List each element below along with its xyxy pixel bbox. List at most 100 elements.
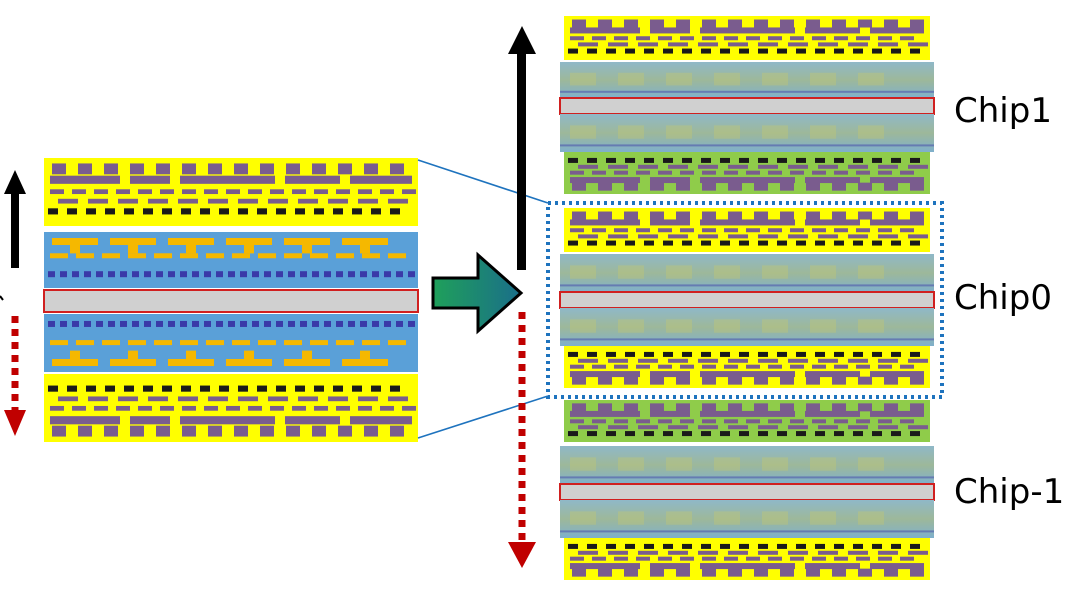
metal-wire bbox=[746, 419, 760, 424]
metal-wire bbox=[362, 253, 380, 259]
lower-silicon-layer bbox=[44, 314, 418, 372]
metal-wire bbox=[702, 364, 716, 369]
via-block bbox=[132, 320, 139, 327]
metal-wire bbox=[592, 364, 606, 369]
via-block bbox=[156, 320, 163, 327]
metal-wire bbox=[788, 164, 808, 169]
metal-wire bbox=[360, 238, 370, 254]
via-block bbox=[834, 240, 844, 246]
via-block bbox=[796, 351, 806, 357]
metal-wire bbox=[314, 405, 328, 411]
metal-wire bbox=[592, 419, 606, 424]
via-block bbox=[872, 351, 882, 357]
metal-wire bbox=[698, 358, 718, 363]
metal-wire bbox=[650, 27, 690, 34]
via-block bbox=[276, 271, 283, 278]
via-block bbox=[606, 351, 616, 357]
via-block bbox=[858, 376, 872, 385]
via-block bbox=[701, 351, 711, 357]
via-block bbox=[208, 425, 222, 437]
via-block bbox=[702, 19, 716, 28]
metal-wire bbox=[362, 340, 380, 346]
via-block bbox=[264, 320, 271, 327]
via-block bbox=[314, 208, 324, 215]
chipm1-top-metal bbox=[564, 400, 930, 442]
metal-wire bbox=[768, 364, 782, 369]
metal-wire bbox=[180, 253, 198, 259]
via-block bbox=[84, 271, 91, 278]
via-block bbox=[336, 271, 343, 278]
via-block bbox=[728, 568, 742, 577]
via-block bbox=[682, 48, 692, 54]
via-block bbox=[216, 271, 223, 278]
blur-smudge bbox=[666, 125, 692, 139]
via-block bbox=[858, 211, 872, 220]
metal-wire bbox=[570, 177, 640, 184]
layer-background bbox=[560, 114, 934, 152]
via-block bbox=[348, 271, 355, 278]
via-block bbox=[48, 385, 58, 392]
via-block bbox=[682, 157, 692, 163]
via-block bbox=[228, 271, 235, 278]
metal-wire bbox=[636, 170, 650, 175]
via-block bbox=[144, 320, 151, 327]
via-block bbox=[702, 211, 716, 220]
metal-wire bbox=[878, 364, 892, 369]
metal-wire bbox=[856, 228, 870, 233]
metal-wire bbox=[50, 416, 120, 425]
blur-smudge bbox=[570, 319, 596, 333]
chipm1-bottom-metal bbox=[564, 538, 930, 580]
up-arrow-shaft bbox=[11, 190, 19, 268]
metal-wire bbox=[638, 42, 658, 47]
via-block bbox=[806, 19, 820, 28]
via-block bbox=[682, 543, 692, 549]
via-block bbox=[130, 163, 144, 175]
via-block bbox=[84, 320, 91, 327]
metal-wire bbox=[700, 27, 795, 34]
via-block bbox=[858, 568, 872, 577]
metal-wire bbox=[608, 42, 628, 47]
metal-wire bbox=[870, 371, 924, 378]
stacked-chips bbox=[559, 16, 935, 580]
metal-wire bbox=[768, 556, 782, 561]
metal-wire bbox=[182, 189, 196, 195]
via-block bbox=[295, 208, 305, 215]
blur-smudge bbox=[762, 511, 788, 525]
via-block bbox=[67, 385, 77, 392]
dashed-down-arrow-icon bbox=[508, 542, 536, 568]
via-block bbox=[295, 385, 305, 392]
metal-wire bbox=[148, 198, 168, 204]
via-block bbox=[408, 271, 415, 278]
via-block bbox=[587, 240, 597, 246]
up-arrow-icon bbox=[508, 26, 536, 54]
metal-wire bbox=[878, 419, 892, 424]
metal-wire bbox=[702, 556, 716, 561]
metal-wire bbox=[856, 556, 870, 561]
via-block bbox=[728, 182, 742, 191]
metal-wire bbox=[258, 253, 276, 259]
via-block bbox=[108, 320, 115, 327]
metal-wire bbox=[805, 177, 860, 184]
via-block bbox=[360, 271, 367, 278]
blur-smudge bbox=[810, 511, 836, 525]
metal-wire bbox=[402, 405, 416, 411]
metal-wire bbox=[805, 410, 860, 417]
via-block bbox=[701, 543, 711, 549]
via-block bbox=[891, 543, 901, 549]
blur-smudge bbox=[618, 511, 644, 525]
via-block bbox=[625, 240, 635, 246]
metal-wire bbox=[52, 359, 98, 366]
via-block bbox=[606, 240, 616, 246]
via-block bbox=[872, 157, 882, 163]
right-up-arrow-shaft bbox=[517, 50, 526, 270]
metal-wire bbox=[128, 253, 146, 259]
via-block bbox=[624, 403, 638, 412]
metal-wire bbox=[818, 425, 838, 430]
metal-wire bbox=[570, 419, 584, 424]
via-block bbox=[884, 403, 898, 412]
metal-wire bbox=[724, 170, 738, 175]
metal-wire bbox=[285, 175, 340, 184]
via-block bbox=[228, 320, 235, 327]
via-block bbox=[720, 431, 730, 437]
via-block bbox=[348, 320, 355, 327]
